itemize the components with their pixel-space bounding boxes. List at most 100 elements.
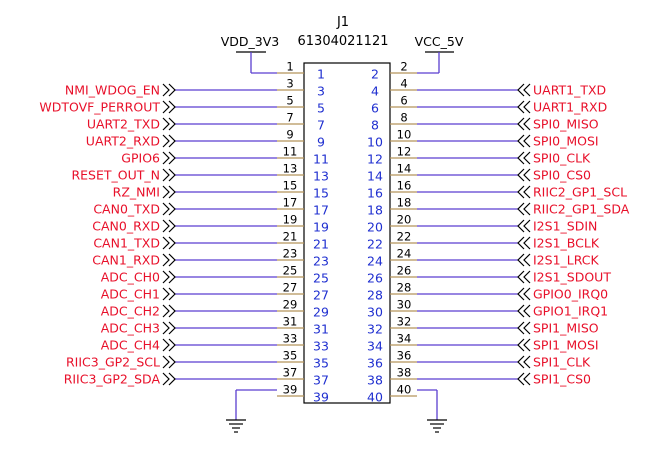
net-arrow-icon (162, 287, 176, 301)
net-label-spi0-clk: SPI0_CLK (533, 151, 591, 166)
pin-number-outer: 17 (283, 196, 298, 210)
net-arrow-icon (162, 100, 176, 114)
pin-number-inner: 14 (367, 169, 383, 184)
net-arrow-icon (162, 355, 176, 369)
pin-number-outer: 2 (400, 60, 407, 74)
net-label-spi0-mosi: SPI0_MOSI (533, 134, 599, 149)
pin-number-outer: 16 (397, 179, 412, 193)
pin-number-outer: 9 (286, 128, 293, 142)
pin-number-outer: 11 (283, 145, 298, 159)
net-arrow-icon (162, 185, 176, 199)
net-label-riic3-gp2-sda: RIIC3_GP2_SDA (64, 372, 161, 387)
pin-number-inner: 12 (367, 152, 383, 167)
power-label-right: VCC_5V (415, 34, 464, 49)
net-label-uart2-rxd: UART2_RXD (86, 134, 160, 149)
pin-number-outer: 22 (397, 230, 412, 244)
pin-number-outer: 24 (397, 247, 412, 261)
pin-number-outer: 26 (397, 264, 412, 278)
pin-number-inner: 32 (367, 322, 383, 337)
net-label-can0-rxd: CAN0_RXD (92, 219, 160, 234)
pin-number-inner: 38 (367, 373, 383, 388)
pin-number-inner: 26 (367, 271, 383, 286)
net-label-can0-txd: CAN0_TXD (93, 202, 160, 217)
pin-number-outer: 3 (286, 77, 293, 91)
pin-number-outer: 7 (286, 111, 293, 125)
pin-number-inner: 23 (313, 254, 329, 269)
pin-number-inner: 36 (367, 356, 383, 371)
pin-number-inner: 20 (367, 220, 383, 235)
net-arrow-icon (162, 236, 176, 250)
pin-number-outer: 20 (397, 213, 412, 227)
net-arrow-icon (162, 219, 176, 233)
component-part-number: 61304021121 (298, 34, 389, 49)
net-label-wdtovf-perrout: WDTOVF_PERROUT (39, 100, 160, 115)
pin-number-outer: 28 (397, 281, 412, 295)
net-arrow-icon (517, 304, 531, 318)
net-label-i2s1-bclk: I2S1_BCLK (533, 236, 600, 251)
net-arrow-icon (517, 185, 531, 199)
pin-number-inner: 19 (313, 220, 329, 235)
pin-number-outer: 30 (397, 298, 412, 312)
pin-number-outer: 15 (283, 179, 298, 193)
pin-number-outer: 1 (286, 60, 293, 74)
net-arrow-icon (162, 134, 176, 148)
pin-number-outer: 18 (397, 196, 412, 210)
net-arrow-icon (162, 151, 176, 165)
pin-number-outer: 14 (397, 162, 412, 176)
pin-number-outer: 40 (397, 383, 412, 397)
net-label-adc-ch0: ADC_CH0 (101, 270, 160, 285)
pin-number-outer: 31 (283, 315, 298, 329)
pin-number-inner: 39 (313, 390, 329, 405)
pin-number-inner: 28 (367, 288, 383, 303)
pin-number-inner: 3 (317, 84, 325, 99)
net-arrow-icon (162, 202, 176, 216)
net-label-reset-out-n: RESET_OUT_N (71, 168, 160, 183)
pin-number-inner: 2 (371, 67, 379, 82)
pin-number-inner: 5 (317, 101, 325, 116)
pin-number-inner: 15 (313, 186, 329, 201)
net-label-gpio1-irq1: GPIO1_IRQ1 (533, 304, 608, 319)
net-arrow-icon (517, 287, 531, 301)
pin-number-inner: 4 (371, 84, 379, 99)
net-arrow-icon (517, 270, 531, 284)
pin-number-inner: 18 (367, 203, 383, 218)
net-label-uart1-txd: UART1_TXD (533, 83, 606, 98)
pin-number-outer: 19 (283, 213, 298, 227)
net-label-spi0-cs0: SPI0_CS0 (533, 168, 591, 183)
ground-symbol-right (417, 389, 447, 433)
pin-number-inner: 29 (313, 305, 329, 320)
pin-number-outer: 37 (283, 366, 298, 380)
net-arrow-icon (162, 321, 176, 335)
pin-number-outer: 23 (283, 247, 298, 261)
net-arrow-icon (517, 321, 531, 335)
net-arrow-icon (517, 338, 531, 352)
pin-number-outer: 12 (397, 145, 412, 159)
net-arrow-icon (517, 202, 531, 216)
pin-number-outer: 35 (283, 349, 298, 363)
net-label-i2s1-sdout: I2S1_SDOUT (533, 270, 611, 285)
pin-number-outer: 25 (283, 264, 298, 278)
net-label-adc-ch3: ADC_CH3 (101, 321, 160, 336)
pin-number-outer: 34 (397, 332, 412, 346)
pin-number-inner: 6 (371, 101, 379, 116)
net-arrow-icon (517, 168, 531, 182)
net-label-adc-ch1: ADC_CH1 (101, 287, 160, 302)
net-label-spi0-miso: SPI0_MISO (533, 117, 599, 132)
net-arrow-icon (517, 134, 531, 148)
net-arrow-icon (517, 253, 531, 267)
pin-number-inner: 34 (367, 339, 383, 354)
net-label-spi1-cs0: SPI1_CS0 (533, 372, 591, 387)
net-label-riic2-gp1-scl: RIIC2_GP1_SCL (533, 185, 627, 200)
pin-number-outer: 38 (397, 366, 412, 380)
pin-number-inner: 37 (313, 373, 329, 388)
net-label-adc-ch4: ADC_CH4 (101, 338, 160, 353)
net-label-gpio0-irq0: GPIO0_IRQ0 (533, 287, 608, 302)
component-refdes: J1 (336, 15, 349, 30)
pin-number-inner: 17 (313, 203, 329, 218)
ground-symbol-left (226, 389, 277, 433)
pin-number-outer: 21 (283, 230, 298, 244)
pin-number-inner: 35 (313, 356, 329, 371)
pin-number-inner: 7 (317, 118, 325, 133)
